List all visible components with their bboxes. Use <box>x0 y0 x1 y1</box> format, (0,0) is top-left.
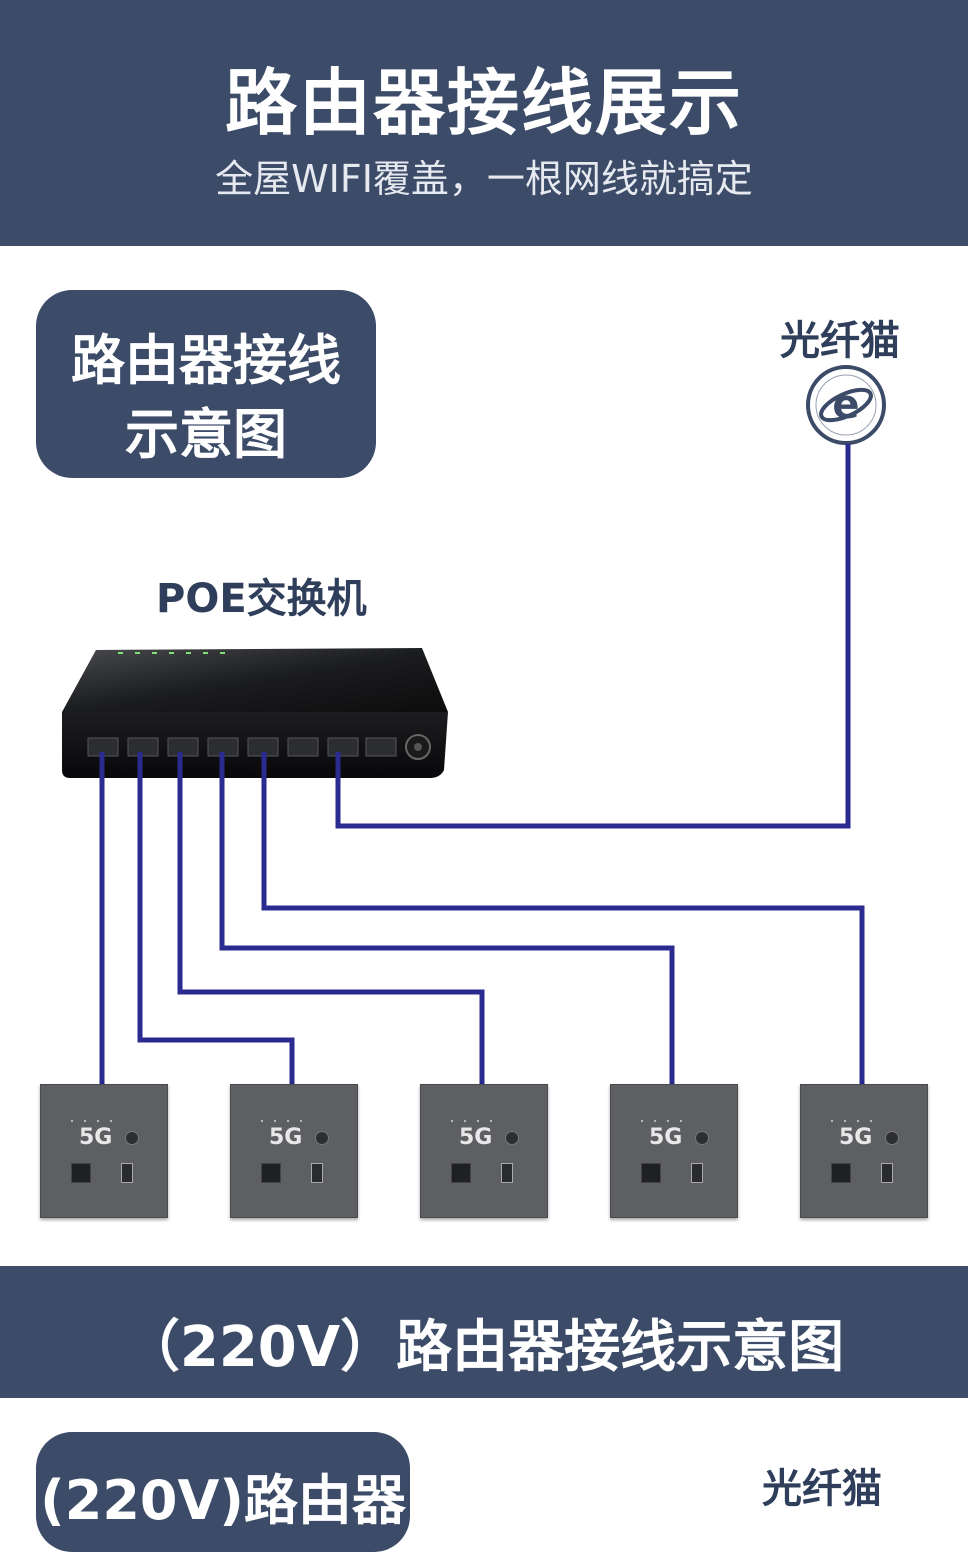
panel-leds <box>641 1107 701 1122</box>
panel-5g-label: 5G <box>269 1125 303 1150</box>
wall-router-panel: 5G <box>420 1084 548 1218</box>
modem-label: 光纤猫 <box>780 318 900 364</box>
switch-label: POE交换机 <box>156 576 367 622</box>
header-band: 路由器接线展示 全屋WIFI覆盖，一根网线就搞定 <box>0 0 968 246</box>
panel-leds <box>71 1107 131 1122</box>
panel-5g-label: 5G <box>839 1125 873 1150</box>
diagram-title-box: 路由器接线 示意图 <box>36 290 376 478</box>
section-band: （220V）路由器接线示意图 <box>0 1266 968 1398</box>
panel-usb-port-icon <box>501 1163 513 1183</box>
page-subtitle: 全屋WIFI覆盖，一根网线就搞定 <box>215 157 753 201</box>
panel-leds <box>451 1107 511 1122</box>
panel-lan-port-icon <box>71 1163 91 1183</box>
panel-usb-port-icon <box>691 1163 703 1183</box>
wiring-diagram <box>62 444 865 1086</box>
section2-modem-label: 光纤猫 <box>762 1466 882 1512</box>
panel-usb-port-icon <box>311 1163 323 1183</box>
wall-router-panel: 5G <box>610 1084 738 1218</box>
cable-panel-2 <box>137 752 295 1086</box>
internet-explorer-e-icon: e <box>806 365 886 445</box>
panel-power-button <box>885 1131 899 1145</box>
panel-lan-port-icon <box>831 1163 851 1183</box>
diagram-title-line1: 路由器接线 <box>71 329 341 392</box>
cable-panel-3 <box>177 752 485 1086</box>
network-cables <box>99 444 865 1086</box>
panel-leds <box>261 1107 321 1122</box>
wall-router-panel: 5G <box>40 1084 168 1218</box>
panel-usb-port-icon <box>881 1163 893 1183</box>
panel-power-button <box>505 1131 519 1145</box>
panel-power-button <box>695 1131 709 1145</box>
section2-title-box: (220V)路由器 <box>36 1432 410 1552</box>
cable-panel-4 <box>219 752 675 1086</box>
panel-usb-port-icon <box>121 1163 133 1183</box>
panel-lan-port-icon <box>261 1163 281 1183</box>
panel-lan-port-icon <box>641 1163 661 1183</box>
page-title: 路由器接线展示 <box>224 61 743 145</box>
cable-panel-5 <box>261 752 865 1086</box>
panel-5g-label: 5G <box>459 1125 493 1150</box>
panel-power-button <box>315 1131 329 1145</box>
wall-router-panel: 5G <box>800 1084 928 1218</box>
section-title: （220V）路由器接线示意图 <box>123 1315 845 1380</box>
panel-5g-label: 5G <box>79 1125 113 1150</box>
diagram-title-line2: 示意图 <box>125 403 287 466</box>
section2-title-line1: (220V)路由器 <box>40 1469 406 1532</box>
poe-switch-device <box>62 648 448 778</box>
panel-power-button <box>125 1131 139 1145</box>
panel-lan-port-icon <box>451 1163 471 1183</box>
wall-router-panel: 5G <box>230 1084 358 1218</box>
panel-leds <box>831 1107 891 1122</box>
svg-text:e: e <box>832 382 859 428</box>
panel-5g-label: 5G <box>649 1125 683 1150</box>
cable-modem-to-switch <box>335 444 851 829</box>
